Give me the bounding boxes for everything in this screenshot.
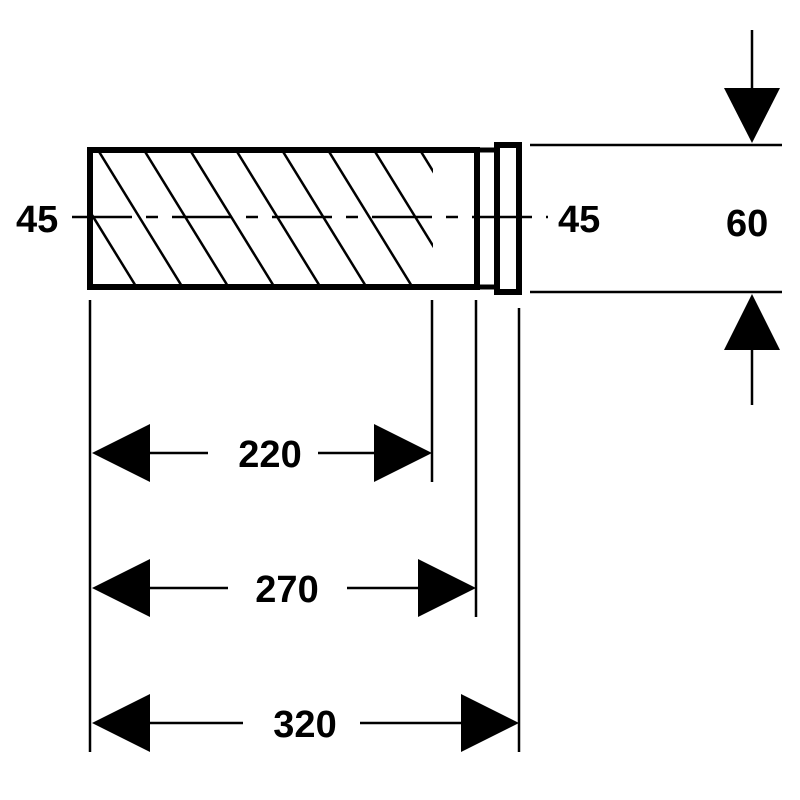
hatch-line (282, 153, 367, 285)
arrow-left-icon (92, 694, 150, 752)
right-centerline-label: 45 (558, 199, 600, 241)
hatch-line (98, 153, 183, 285)
hatch-line (328, 153, 413, 285)
arrow-right-icon (374, 424, 432, 482)
height-dimension-label: 60 (726, 203, 768, 245)
hatch-line (93, 214, 137, 285)
length-dimensions (92, 424, 519, 752)
collar-outline (494, 142, 522, 295)
left-centerline-label: 45 (16, 199, 58, 241)
dimension-label-220: 220 (238, 434, 301, 476)
dimension-label-270: 270 (255, 569, 318, 611)
extension-lines (88, 300, 521, 752)
arrow-up-icon (724, 294, 780, 350)
hatch-line (420, 153, 433, 174)
hatch-line (236, 153, 321, 285)
dimension-label-320: 320 (273, 704, 336, 746)
arrow-right-icon (461, 694, 519, 752)
hatch-line (144, 153, 229, 285)
arrow-right-icon (418, 559, 476, 617)
main-cylinder-outline (87, 147, 480, 290)
arrow-left-icon (92, 424, 150, 482)
hatch-line (374, 153, 433, 249)
hatch-line (190, 153, 275, 285)
height-dimension (530, 30, 782, 405)
arrow-left-icon (92, 559, 150, 617)
part-body (72, 142, 548, 295)
section-hatching (93, 153, 433, 285)
arrow-down-icon (724, 88, 780, 143)
